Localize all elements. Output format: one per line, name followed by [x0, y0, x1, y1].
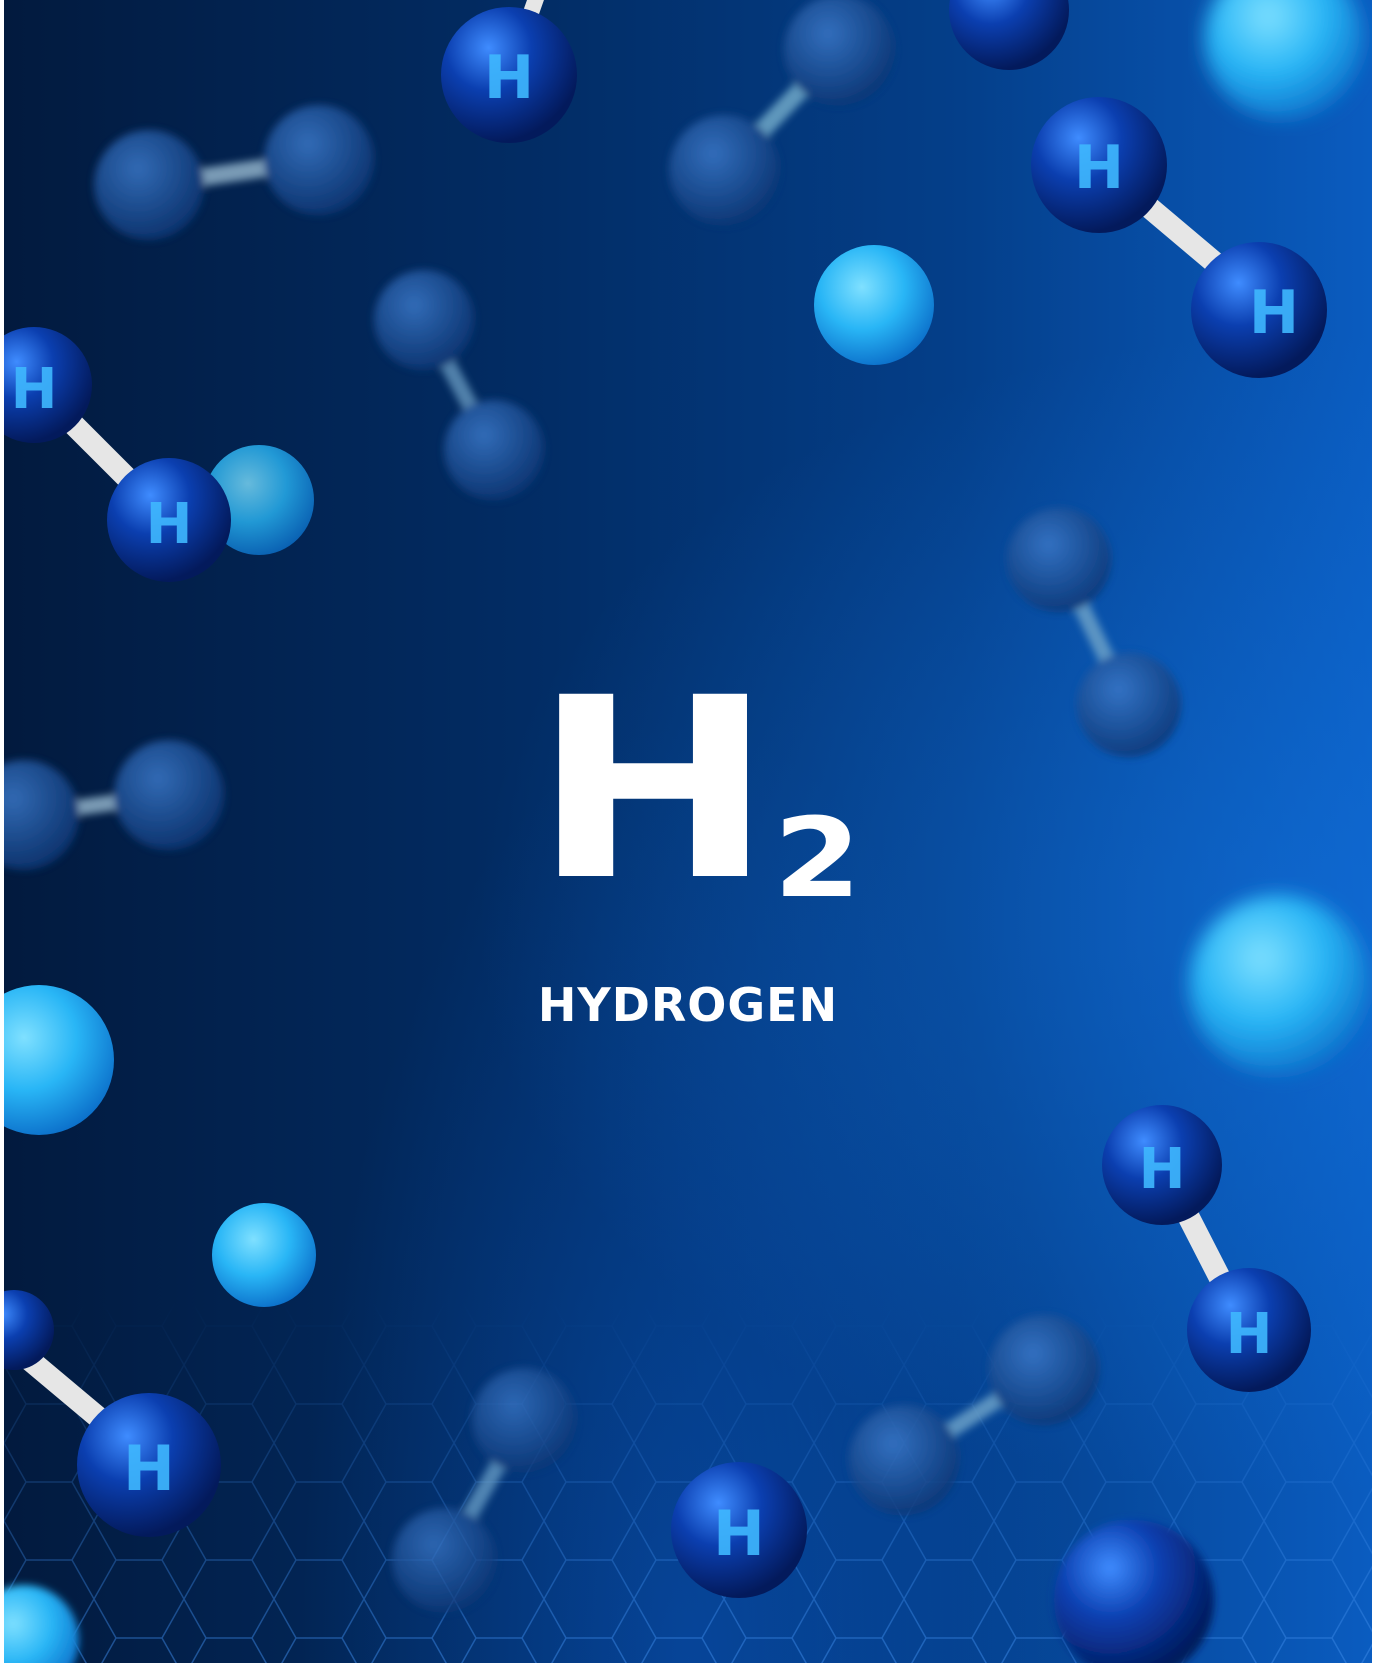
svg-text:H: H [713, 1497, 765, 1570]
svg-text:H: H [123, 1432, 175, 1505]
svg-text:H: H [1139, 1137, 1186, 1202]
hydrogen-molecule-icon: H H [4, 327, 231, 582]
hydrogen-atom-icon [4, 985, 114, 1135]
hydrogen-molecule-icon [849, 1315, 1099, 1515]
svg-text:H: H [1226, 1302, 1273, 1367]
svg-text:H: H [484, 43, 534, 113]
hydrogen-molecule-icon [392, 1368, 576, 1612]
hydrogen-molecule-icon [669, 0, 894, 225]
hydrogen-molecule-icon [4, 740, 224, 870]
chemical-formula: H2 [533, 665, 862, 938]
svg-text:H: H [1074, 133, 1124, 203]
hydrogen-poster: H H H H H H H H [4, 0, 1372, 1663]
hydrogen-molecule-icon: H [4, 1290, 221, 1537]
formula-subscript: 2 [773, 794, 861, 922]
hydrogen-molecule-icon: H H [1031, 97, 1327, 378]
molecules-scene: H H H H H H H H [4, 0, 1372, 1663]
svg-text:H: H [146, 492, 193, 557]
formula-symbol: H [532, 644, 774, 935]
hydrogen-molecule-icon [949, 0, 1069, 70]
center-title: H2 HYDROGEN [4, 665, 1372, 1033]
element-name: HYDROGEN [537, 978, 839, 1032]
hydrogen-molecule-icon [1054, 1520, 1214, 1663]
hydrogen-atom-icon [212, 1203, 316, 1307]
hydrogen-atom-icon [814, 245, 934, 365]
hydrogen-molecule-icon: H [671, 1462, 807, 1598]
hydrogen-molecule-icon [1007, 508, 1181, 757]
hydrogen-atom-icon [1204, 0, 1364, 120]
hydrogen-atom-icon [4, 1585, 79, 1663]
svg-text:H: H [1249, 278, 1299, 348]
hydrogen-atom-icon [1189, 895, 1369, 1075]
hydrogen-molecule-icon: H [441, 0, 577, 143]
svg-text:H: H [11, 357, 58, 422]
hydrogen-molecule-icon [374, 270, 544, 500]
hydrogen-molecule-icon: H H [1102, 1105, 1311, 1392]
hydrogen-atom-icon [204, 445, 314, 555]
hydrogen-molecule-icon [94, 105, 374, 240]
